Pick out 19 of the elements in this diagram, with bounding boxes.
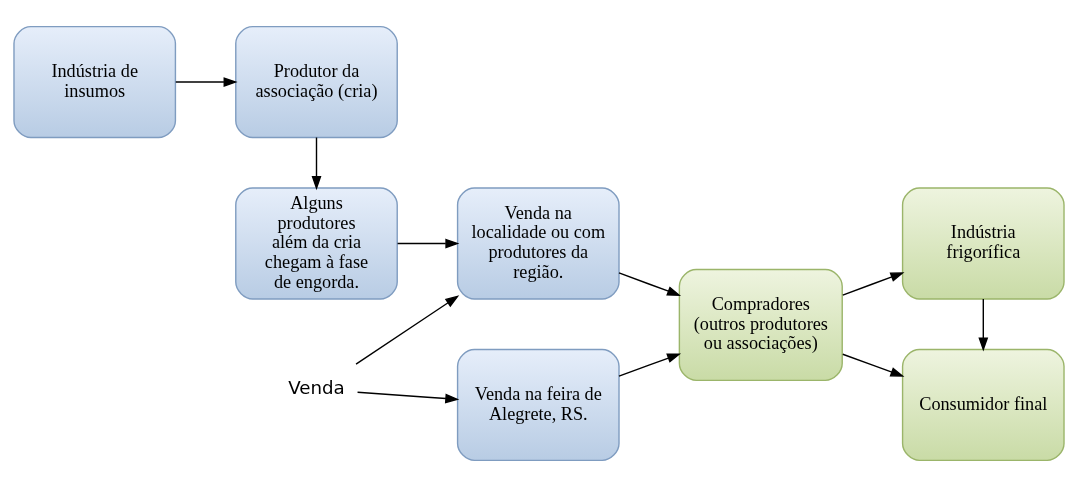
arrow: [618, 352, 682, 377]
node-box: Compradores (outros produtores ou associações): [678, 268, 843, 381]
arrow: [355, 294, 460, 365]
node-box: Produtor da associação (cria): [235, 25, 398, 138]
arrow: [842, 271, 905, 296]
node-box: Indústria frigorífica: [901, 186, 1065, 300]
node-box: Alguns produtores além da cria chegam à fase de engorda.: [235, 186, 398, 300]
node-box: Consumidor final: [901, 348, 1065, 461]
arrow: [842, 353, 905, 377]
arrow: [175, 76, 238, 87]
arrow: [396, 238, 460, 248]
arrow: [618, 271, 682, 296]
arrow: [978, 297, 989, 352]
node-text: Venda: [288, 376, 345, 398]
node-box: Venda na feira de Alegrete, RS.: [456, 348, 620, 461]
node-box: Venda na localidade ou com produtores da região.: [456, 186, 620, 300]
arrow: [311, 136, 322, 190]
arrow: [356, 391, 460, 403]
node-box: Indústria de insumos: [13, 25, 177, 138]
